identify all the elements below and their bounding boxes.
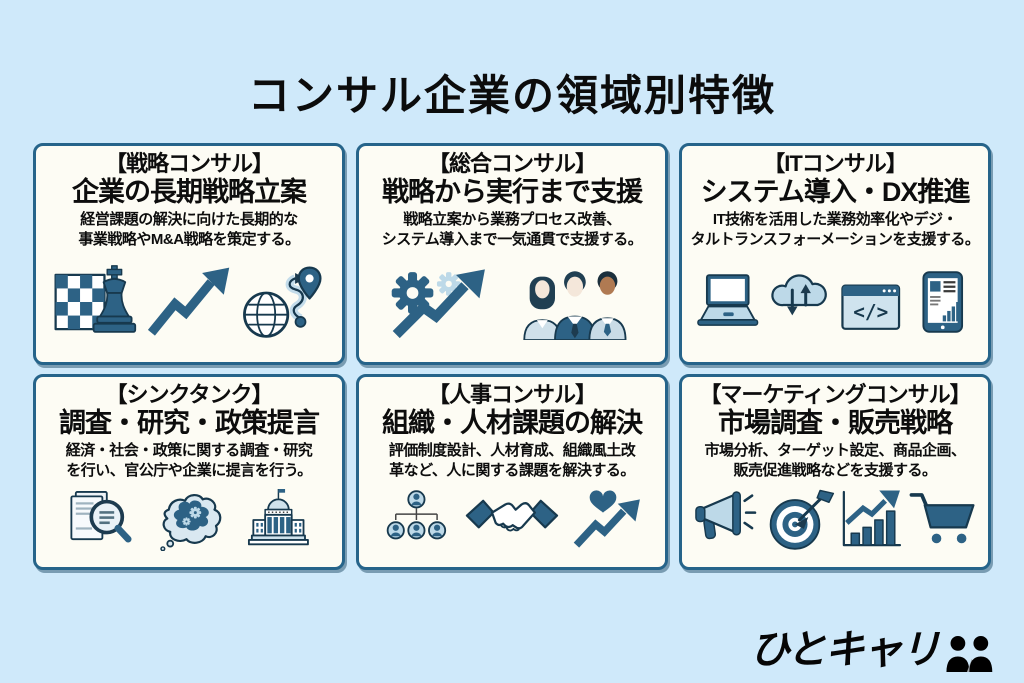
- laptop-icon: [697, 274, 759, 327]
- card-subtitle: 調査・研究・政策提言: [59, 408, 320, 439]
- icon-row: [36, 480, 342, 567]
- card-subtitle: 組織・人材課題の解決: [382, 408, 643, 439]
- code-glyph: </>: [853, 301, 888, 324]
- card-general-consulting: 【総合コンサル】 戦略から実行まで支援 戦略立案から業務プロセス改善、 システム…: [356, 143, 668, 365]
- card-description: 経済・社会・政策に関する調査・研究 を行い、官公庁や企業に提言を行う。: [65, 442, 313, 479]
- org-chart-icon: [386, 490, 447, 540]
- heart-growth-icon: [573, 490, 640, 549]
- card-marketing-consulting: 【マーケティングコンサル】 市場調査・販売戦略 市場分析、ターゲット設定、商品企…: [679, 374, 991, 570]
- card-description: 戦略立案から業務プロセス改善、 システム導入まで一気通貫で支援する。: [381, 211, 643, 248]
- tablet-dashboard-icon: [921, 271, 963, 334]
- page-title: コンサル企業の領域別特徴: [247, 72, 776, 119]
- card-category: 【シンクタンク】: [105, 382, 273, 407]
- code-window-icon: </>: [841, 284, 901, 331]
- card-category: 【戦略コンサル】: [104, 151, 274, 176]
- icon-row: [359, 249, 665, 362]
- bar-chart-growth-icon: [842, 490, 902, 547]
- icon-row: [359, 480, 665, 567]
- card-category: 【ITコンサル】: [763, 151, 908, 176]
- cloud-sync-icon: [770, 274, 827, 316]
- card-category: 【マーケティングコンサル】: [699, 382, 971, 407]
- card-description: 経営課題の解決に向けた長期的な 事業戦略やM&A戦略を策定する。: [78, 211, 300, 248]
- two-people-icon: [946, 636, 992, 672]
- target-dart-icon: [769, 490, 834, 551]
- handshake-icon: [465, 500, 559, 532]
- card-category: 【人事コンサル】: [427, 382, 597, 407]
- growth-arrow-icon: [147, 268, 229, 337]
- document-search-icon: [70, 491, 132, 543]
- card-subtitle: システム導入・DX推進: [700, 177, 971, 208]
- card-grid: 【戦略コンサル】 企業の長期戦略立案 経営課題の解決に向けた長期的な 事業戦略や…: [33, 143, 991, 570]
- card-description: 市場分析、ターゲット設定、商品企画、 販売促進戦略などを支援する。: [704, 442, 966, 479]
- gears-growth-arrow-icon: [391, 269, 485, 339]
- brain-thought-icon: [159, 494, 221, 552]
- card-subtitle: 市場調査・販売戦略: [718, 408, 953, 439]
- megaphone-icon: [694, 491, 756, 540]
- card-it-consulting: 【ITコンサル】 システム導入・DX推進 IT技術を活用した業務効率化やデジ・ …: [679, 143, 991, 365]
- logo-text: ひとキャリ: [749, 628, 941, 672]
- business-team-icon: [523, 271, 627, 341]
- card-subtitle: 戦略から実行まで支援: [382, 177, 643, 208]
- card-description: 評価制度設計、人材育成、組織風土改 革など、人に関する課題を解決する。: [388, 442, 636, 479]
- card-subtitle: 企業の長期戦略立案: [72, 177, 307, 208]
- card-hr-consulting: 【人事コンサル】 組織・人材課題の解決 評価制度設計、人材育成、組織風土改 革な…: [356, 374, 668, 570]
- icon-row: [36, 249, 342, 362]
- chess-strategy-icon: [54, 265, 137, 334]
- card-description: IT技術を活用した業務効率化やデジ・ タルトランスフォーメーションを支援する。: [690, 211, 980, 248]
- icon-row: </>: [682, 249, 988, 362]
- shopping-cart-icon: [909, 493, 975, 544]
- globe-route-pin-icon: [242, 266, 322, 339]
- card-category: 【総合コンサル】: [427, 151, 597, 176]
- government-building-icon: [247, 489, 309, 546]
- icon-row: [682, 480, 988, 567]
- hitocari-logo: ひとキャリ: [750, 617, 996, 675]
- card-think-tank: 【シンクタンク】 調査・研究・政策提言 経済・社会・政策に関する調査・研究 を行…: [33, 374, 345, 570]
- card-strategy-consulting: 【戦略コンサル】 企業の長期戦略立案 経営課題の解決に向けた長期的な 事業戦略や…: [33, 143, 345, 365]
